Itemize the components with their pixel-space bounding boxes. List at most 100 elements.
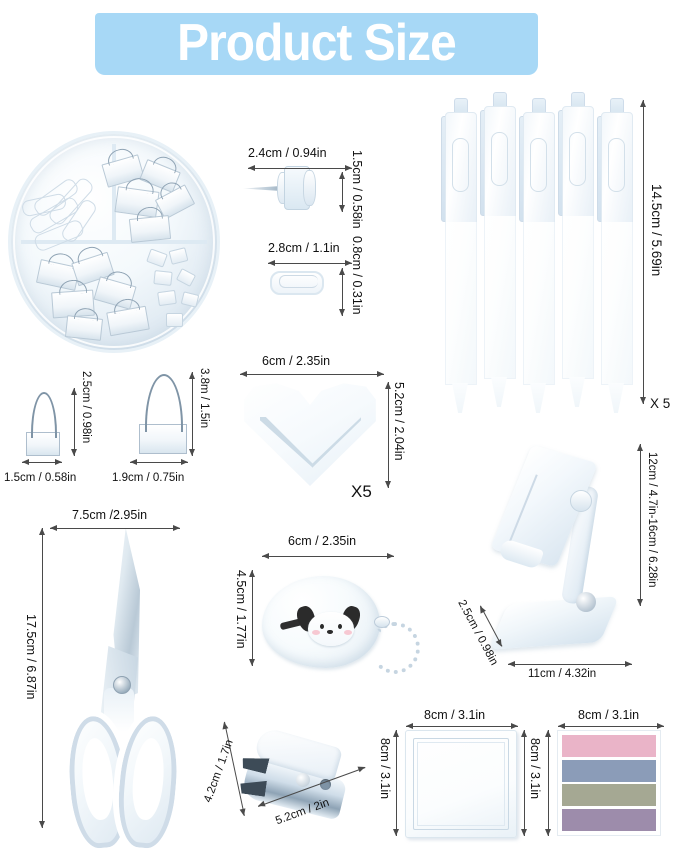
pen-window xyxy=(569,132,586,186)
dog-keychain xyxy=(262,576,420,674)
staple-remover-pivot xyxy=(296,773,310,787)
organizer-divider-horizontal xyxy=(20,239,208,244)
paper-clip-height-label: 0.8cm / 0.31in xyxy=(350,236,364,315)
pen-window xyxy=(530,138,547,192)
header-banner: Product Size xyxy=(95,13,538,75)
staple-remover-hole xyxy=(320,779,331,790)
index-tabs-height-arrow xyxy=(545,730,551,836)
pen xyxy=(558,92,594,407)
pens-height-label: 14.5cm / 5.69in xyxy=(649,184,664,277)
paper-clip-height-arrow xyxy=(339,268,345,316)
heart-sticky-note xyxy=(240,378,380,486)
phone-stand-width-arrow xyxy=(508,661,632,667)
heart-shape xyxy=(244,383,376,486)
scissors xyxy=(57,528,189,857)
phone-stand-hinge-lower xyxy=(576,592,596,612)
push-pin-width-arrow xyxy=(248,165,352,171)
organizer-push-pin xyxy=(157,289,177,307)
pen-tip xyxy=(569,377,585,407)
organizer-divider-vertical xyxy=(111,144,116,240)
pen-tip xyxy=(491,377,507,407)
keychain-height-label: 4.5cm / 1.77in xyxy=(234,570,248,649)
pens-height-arrow xyxy=(640,100,646,404)
keychain-height-arrow xyxy=(249,570,255,666)
pen xyxy=(597,98,633,413)
push-pin-cap xyxy=(303,170,316,206)
keychain-dog-nose xyxy=(327,630,333,634)
heart-quantity-label: X5 xyxy=(351,482,372,501)
index-tabs-width-arrow xyxy=(558,723,664,729)
phone-stand-height-label: 12cm / 4.7in-16cm / 6.28in xyxy=(646,452,658,588)
keychain-dog-blush-left xyxy=(312,630,320,635)
staple-remover xyxy=(240,726,360,831)
paper-clip-inner xyxy=(279,275,318,288)
push-pin-height-label: 1.5cm / 0.58in xyxy=(350,150,364,229)
memo-pad-width-label: 8cm / 3.1in xyxy=(424,708,486,722)
pen-grip xyxy=(445,222,477,385)
memo-pad-height-right-arrow xyxy=(521,730,527,836)
keychain-dog-face xyxy=(308,612,354,646)
scissors-height-label: 17.5cm / 6.87in xyxy=(24,614,38,700)
page-title: Product Size xyxy=(177,13,457,72)
memo-pad-inner-border xyxy=(417,742,505,826)
phone-stand-height-arrow xyxy=(637,444,643,606)
organizer-binder-clip xyxy=(128,214,172,244)
push-pin-height-arrow xyxy=(339,172,345,212)
square-memo-pad xyxy=(405,730,517,838)
keychain-width-label: 6cm / 2.35in xyxy=(288,534,357,548)
organizer-binder-clip xyxy=(64,315,104,341)
binder-clip-small-width-label: 1.5cm / 0.58in xyxy=(4,472,77,484)
organizer-rim xyxy=(13,136,215,348)
index-tab-sticky-notes xyxy=(557,730,661,836)
binder-clip-small-height-arrow xyxy=(71,388,77,456)
pen-barrel-upper xyxy=(601,112,633,224)
scissors-width-label: 7.5cm /2.95in xyxy=(72,508,148,522)
binder-clip-small-width-arrow xyxy=(22,459,62,465)
memo-pad-border xyxy=(413,738,509,830)
scissors-finger-hole xyxy=(129,737,167,822)
pen-grip xyxy=(484,216,516,379)
heart-width-arrow xyxy=(240,371,384,377)
paper-clip-width-arrow xyxy=(268,260,352,266)
scissors-pivot-screw xyxy=(113,676,131,694)
index-tab-strip-4 xyxy=(562,808,656,831)
phone-stand-hinge-upper xyxy=(570,490,592,512)
index-tabs-width-label: 8cm / 3.1in xyxy=(578,708,640,722)
memo-pad-height-left-arrow xyxy=(393,730,399,836)
phone-stand-width-label: 11cm / 4.32in xyxy=(528,668,597,680)
pen xyxy=(519,98,555,413)
index-tab-strip-3 xyxy=(562,784,656,807)
pen xyxy=(441,98,477,413)
pen xyxy=(480,92,516,407)
pen-barrel-upper xyxy=(562,106,594,218)
binder-clip-large-handle xyxy=(145,374,183,432)
push-pin-width-label: 2.4cm / 0.94in xyxy=(248,146,327,160)
heart-height-arrow xyxy=(385,382,391,488)
binder-clip-small-handle xyxy=(31,392,57,438)
index-tab-strip-1 xyxy=(562,735,656,757)
keychain-width-arrow xyxy=(262,553,394,559)
binder-clip-large-width-label: 1.9cm / 0.75in xyxy=(112,472,185,484)
keychain-dog-eye-right xyxy=(338,624,342,629)
binder-clip-large-height-arrow xyxy=(189,372,195,456)
clip-organizer-box xyxy=(8,131,220,353)
pen-window xyxy=(491,132,508,186)
scissors-height-arrow xyxy=(39,528,45,828)
memo-pad-height-left-label: 8cm / 3.1in xyxy=(378,738,392,800)
pen-tip xyxy=(452,383,468,413)
organizer-push-pin xyxy=(166,313,183,327)
index-tab-strip-2 xyxy=(562,759,656,782)
staple-remover-height-label: 4.2cm / 1.7in xyxy=(202,738,236,805)
pen-grip xyxy=(562,216,594,379)
paper-clip-width-label: 2.8cm / 1.1in xyxy=(268,241,340,255)
binder-clip-large xyxy=(134,372,190,456)
keychain-chain-connector xyxy=(374,616,390,628)
pen-grip xyxy=(523,222,555,385)
keychain-dog-eye-left xyxy=(320,624,324,629)
pen-tip xyxy=(530,383,546,413)
pen-window xyxy=(452,138,469,192)
pen-barrel-upper xyxy=(523,112,555,224)
push-pin-needle xyxy=(243,186,281,191)
pen-tip xyxy=(608,383,624,413)
